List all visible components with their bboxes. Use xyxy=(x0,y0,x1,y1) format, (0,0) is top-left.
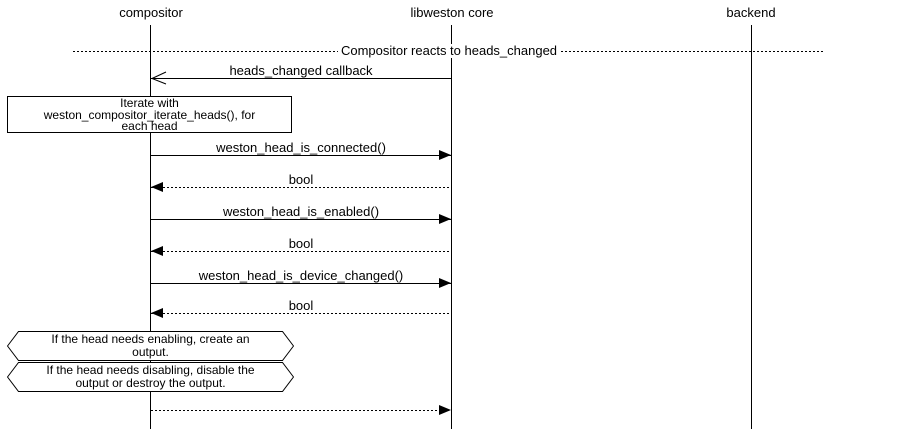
iterate-note-box: Iterate with weston_compositor_iterate_h… xyxy=(7,96,292,133)
callback-message-line xyxy=(151,78,451,79)
condition-box-enable-shape xyxy=(7,331,294,361)
note-line-2: weston_compositor_iterate_heads(), for xyxy=(43,107,256,122)
condition-enable-line-1: If the head needs enabling, create an xyxy=(51,332,250,346)
diagram-title: Compositor reacts to heads_changed xyxy=(337,44,561,58)
filled-right-arrowhead-icon xyxy=(439,150,451,160)
condition-box-disable-shape xyxy=(7,362,294,392)
note-line-1: Iterate with xyxy=(120,96,179,110)
open-arrowhead-icon xyxy=(151,71,167,85)
lifeline-backend xyxy=(751,25,752,429)
condition-disable-line-1: If the head needs disabling, disable the xyxy=(46,363,255,377)
bool-return-label-2: bool xyxy=(288,236,314,251)
filled-left-arrowhead-icon xyxy=(151,246,163,256)
callback-message-label: heads_changed callback xyxy=(229,63,373,78)
bool-return-label-3: bool xyxy=(288,298,314,313)
bool-return-line-2 xyxy=(151,251,451,252)
filled-right-arrowhead-icon xyxy=(439,405,451,415)
device-changed-call-line xyxy=(151,283,451,284)
lifeline-compositor xyxy=(150,25,151,429)
connected-call-label: weston_head_is_connected() xyxy=(216,140,386,155)
filled-left-arrowhead-icon xyxy=(151,182,163,192)
enabled-call-line xyxy=(151,219,451,220)
final-message-line xyxy=(151,410,451,411)
participant-label-compositor: compositor xyxy=(119,5,183,20)
filled-left-arrowhead-icon xyxy=(151,308,163,318)
lifeline-libweston-core xyxy=(451,25,452,429)
bool-return-line-3 xyxy=(151,313,451,314)
note-line-3: each head xyxy=(121,119,178,133)
condition-enable-line-2: output. xyxy=(132,345,169,359)
condition-box-disable: If the head needs disabling, disable the… xyxy=(7,362,294,392)
device-changed-call-label: weston_head_is_device_changed() xyxy=(198,268,404,283)
filled-right-arrowhead-icon xyxy=(439,214,451,224)
bool-return-line-1 xyxy=(151,187,451,188)
participant-label-libweston-core: libweston core xyxy=(410,5,494,20)
connected-call-line xyxy=(151,155,451,156)
participant-label-backend: backend xyxy=(726,5,776,20)
filled-right-arrowhead-icon xyxy=(439,278,451,288)
enabled-call-label: weston_head_is_enabled() xyxy=(222,204,380,219)
condition-box-enable: If the head needs enabling, create an ou… xyxy=(7,331,294,361)
bool-return-label-1: bool xyxy=(288,172,314,187)
condition-disable-line-2: output or destroy the output. xyxy=(75,376,226,390)
